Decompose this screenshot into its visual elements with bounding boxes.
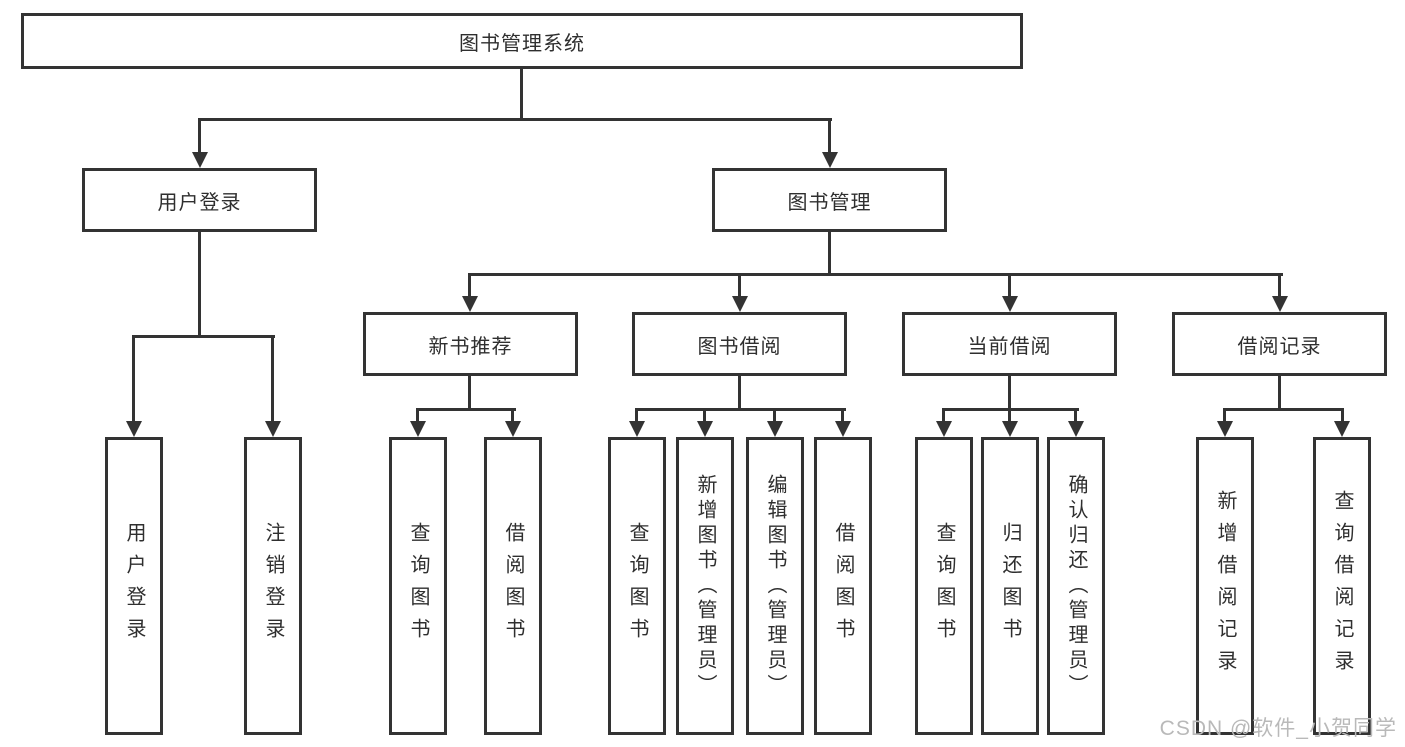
connector-line <box>271 338 274 421</box>
leaf-label: 归还图书 <box>999 522 1021 650</box>
connector-line <box>520 69 523 118</box>
leaf-label: 查询图书 <box>933 522 955 650</box>
node-user-login: 用户登录 <box>82 168 317 232</box>
connector-line <box>468 376 471 408</box>
connector-line <box>132 338 135 421</box>
arrowhead-down-icon <box>1217 421 1233 437</box>
leaf-logout: 注销登录 <box>244 437 302 735</box>
connector-line <box>468 273 1283 276</box>
leaf-current-return-books: 归还图书 <box>981 437 1039 735</box>
node-borrow-records: 借阅记录 <box>1172 312 1387 376</box>
leaf-borrow-borrow-books: 借阅图书 <box>814 437 872 735</box>
connector-line <box>635 411 638 421</box>
node-label: 用户登录 <box>157 191 242 214</box>
leaf-label: 查询图书 <box>626 522 648 650</box>
connector-line <box>738 276 741 296</box>
arrowhead-down-icon <box>767 421 783 437</box>
leaf-label: 借阅图书 <box>502 522 524 650</box>
leaf-label: 查询图书 <box>407 522 429 650</box>
leaf-borrow-add-books-admin: 新增图书（管理员） <box>676 437 734 735</box>
connector-line <box>1278 276 1281 296</box>
connector-line <box>468 276 471 296</box>
connector-line <box>416 411 419 421</box>
node-new-book-recommend: 新书推荐 <box>363 312 578 376</box>
leaf-label: 用户登录 <box>123 522 145 650</box>
connector-line <box>198 121 201 154</box>
connector-line <box>198 118 832 121</box>
node-label: 图书管理 <box>787 191 872 214</box>
leaf-label: 确认归还（管理员） <box>1065 473 1087 699</box>
arrowhead-down-icon <box>629 421 645 437</box>
arrowhead-down-icon <box>1002 421 1018 437</box>
csdn-watermark: CSDN @软件_小贺同学 <box>1159 717 1397 740</box>
connector-line <box>511 411 514 421</box>
node-library-management-system: 图书管理系统 <box>21 13 1023 69</box>
arrowhead-down-icon <box>462 296 478 312</box>
connector-line <box>1341 411 1344 421</box>
node-label: 借阅记录 <box>1237 335 1322 358</box>
leaf-label: 新增借阅记录 <box>1214 490 1236 682</box>
connector-line <box>1008 411 1011 421</box>
connector-line <box>703 411 706 421</box>
connector-line <box>942 411 945 421</box>
leaf-newbooks-borrow-books: 借阅图书 <box>484 437 542 735</box>
leaf-records-add-record: 新增借阅记录 <box>1196 437 1254 735</box>
leaf-label: 借阅图书 <box>832 522 854 650</box>
arrowhead-down-icon <box>1068 421 1084 437</box>
arrowhead-down-icon <box>822 152 838 168</box>
arrowhead-down-icon <box>126 421 142 437</box>
node-label: 图书管理系统 <box>459 32 585 55</box>
arrowhead-down-icon <box>410 421 426 437</box>
node-book-management: 图书管理 <box>712 168 947 232</box>
leaf-label: 编辑图书（管理员） <box>764 473 786 699</box>
arrowhead-down-icon <box>265 421 281 437</box>
leaf-label: 查询借阅记录 <box>1331 490 1353 682</box>
connector-line <box>416 408 516 411</box>
arrowhead-down-icon <box>697 421 713 437</box>
connector-line <box>828 232 831 273</box>
connector-line <box>198 232 201 338</box>
arrowhead-down-icon <box>835 421 851 437</box>
connector-line <box>942 408 1079 411</box>
node-label: 新书推荐 <box>428 335 513 358</box>
connector-line <box>635 408 846 411</box>
connector-line <box>1278 376 1281 408</box>
connector-line <box>841 411 844 421</box>
leaf-user-login: 用户登录 <box>105 437 163 735</box>
arrowhead-down-icon <box>936 421 952 437</box>
connector-line <box>1074 411 1077 421</box>
leaf-label: 注销登录 <box>262 522 284 650</box>
leaf-label: 新增图书（管理员） <box>694 473 716 699</box>
connector-line <box>1223 411 1226 421</box>
connector-line <box>1008 276 1011 296</box>
node-label: 图书借阅 <box>697 335 782 358</box>
leaf-borrow-edit-books-admin: 编辑图书（管理员） <box>746 437 804 735</box>
arrowhead-down-icon <box>1002 296 1018 312</box>
arrowhead-down-icon <box>1334 421 1350 437</box>
leaf-current-query-books: 查询图书 <box>915 437 973 735</box>
arrowhead-down-icon <box>1272 296 1288 312</box>
node-book-borrow: 图书借阅 <box>632 312 847 376</box>
arrowhead-down-icon <box>505 421 521 437</box>
arrowhead-down-icon <box>732 296 748 312</box>
connector-line <box>1223 408 1344 411</box>
connector-line <box>828 121 831 154</box>
leaf-borrow-query-books: 查询图书 <box>608 437 666 735</box>
leaf-newbooks-query-books: 查询图书 <box>389 437 447 735</box>
node-current-borrow: 当前借阅 <box>902 312 1117 376</box>
connector-line <box>132 335 275 338</box>
leaf-current-confirm-return-admin: 确认归还（管理员） <box>1047 437 1105 735</box>
connector-line <box>773 411 776 421</box>
leaf-records-query-record: 查询借阅记录 <box>1313 437 1371 735</box>
node-label: 当前借阅 <box>967 335 1052 358</box>
connector-line <box>738 376 741 408</box>
arrowhead-down-icon <box>192 152 208 168</box>
connector-line <box>1008 376 1011 408</box>
